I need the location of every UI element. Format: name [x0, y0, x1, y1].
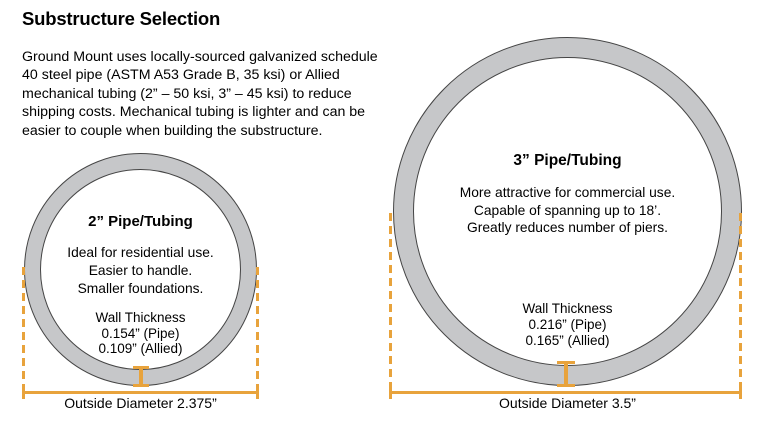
page-title: Substructure Selection [22, 8, 221, 29]
dimension-extension-line-left-3in [389, 213, 392, 391]
pipe-2in-wall-thickness: Wall Thickness 0.154” (Pipe) 0.109” (All… [95, 310, 186, 356]
pipe-2in-bore [40, 169, 241, 370]
pipe-3in-cross-section [393, 37, 742, 386]
pipe-3in-description: More attractive for commercial use. Capa… [459, 185, 676, 235]
outside-diameter-label-2in: Outside Diameter 2.375” [64, 395, 217, 411]
wall-thickness-marker-bottom-cap-2in [133, 384, 149, 387]
pipe-2in-title: 2” Pipe/Tubing [88, 213, 193, 230]
intro-paragraph: Ground Mount uses locally-sourced galvan… [22, 49, 378, 139]
dimension-line-3in [389, 391, 742, 394]
wall-thickness-marker-3in [564, 363, 568, 385]
wall-thickness-marker-top-cap-2in [133, 366, 149, 369]
dimension-line-2in [22, 391, 259, 394]
pipe-3in-wall-thickness: Wall Thickness 0.216” (Pipe) 0.165” (All… [522, 301, 613, 348]
dimension-end-tick-left-2in [22, 386, 25, 399]
dimension-extension-line-right-2in [256, 267, 259, 391]
outside-diameter-label-3in: Outside Diameter 3.5” [499, 395, 636, 411]
dimension-end-tick-right-3in [739, 386, 742, 399]
wall-thickness-marker-2in [139, 368, 143, 386]
dimension-end-tick-left-3in [389, 386, 392, 399]
wall-thickness-marker-bottom-cap-3in [557, 384, 575, 387]
wall-thickness-marker-top-cap-3in [557, 361, 575, 364]
pipe-3in-bore [413, 57, 722, 366]
dimension-extension-line-right-3in [739, 213, 742, 391]
dimension-extension-line-left-2in [22, 267, 25, 391]
pipe-2in-description: Ideal for residential use. Easier to han… [67, 245, 214, 296]
pipe-3in-title: 3” Pipe/Tubing [513, 152, 622, 169]
dimension-end-tick-right-2in [256, 386, 259, 399]
pipe-2in-cross-section [24, 153, 257, 386]
